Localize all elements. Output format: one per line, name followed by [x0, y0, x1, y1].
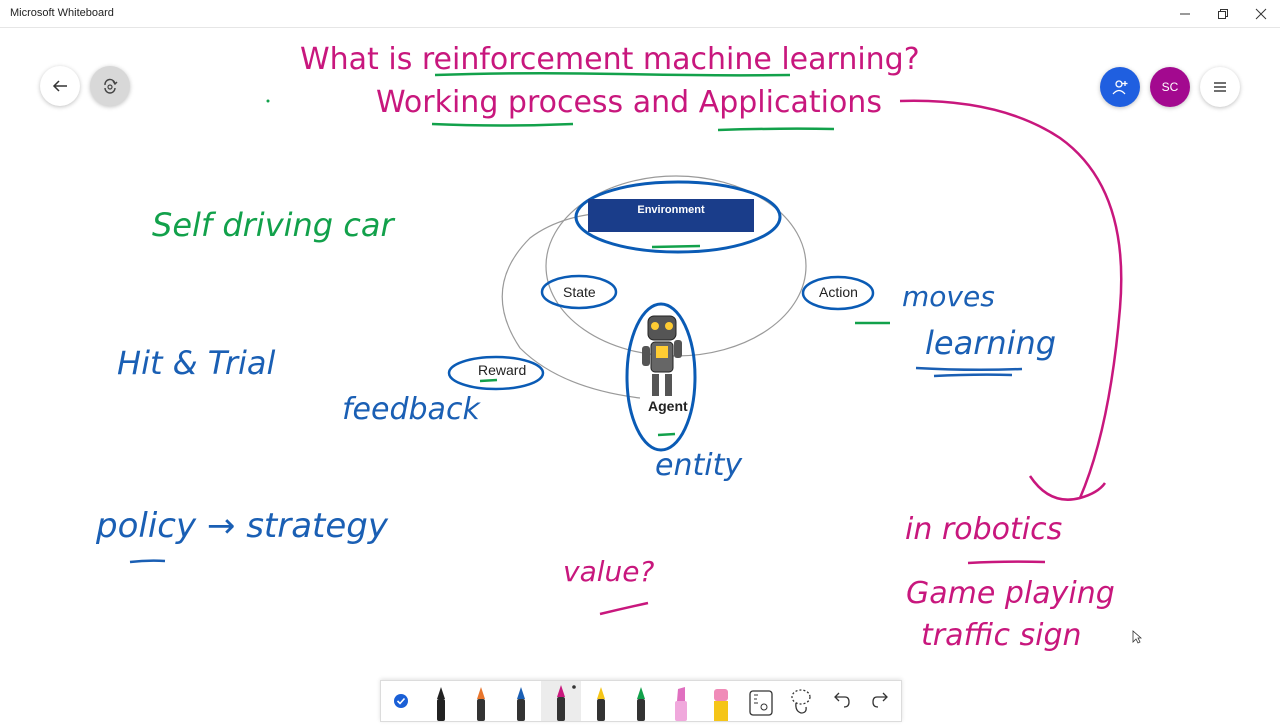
underline-reinforcement [434, 71, 791, 77]
green-dash-env [651, 244, 701, 249]
underline-learning-2 [933, 373, 1013, 378]
redo-icon [872, 692, 888, 708]
ink-dot [266, 99, 270, 103]
green-pen[interactable] [621, 681, 661, 721]
invite-button[interactable] [1100, 67, 1140, 107]
note-self-driving: Self driving car [152, 206, 394, 244]
undo[interactable] [821, 681, 861, 721]
hamburger-menu-icon [1214, 82, 1226, 92]
black-pen-icon [437, 687, 445, 721]
underline-applications [717, 127, 835, 132]
agent-ellipse [625, 302, 697, 452]
user-avatar[interactable]: SC [1150, 67, 1190, 107]
lasso[interactable] [781, 681, 821, 721]
note-feedback: feedback [342, 392, 480, 427]
eraser-icon [714, 689, 728, 721]
agent-label: Agent [648, 398, 688, 414]
magenta-pen[interactable] [541, 681, 581, 721]
highlighter[interactable] [661, 681, 701, 721]
eraser[interactable] [701, 681, 741, 721]
reward-ellipse [447, 355, 545, 391]
undo-icon [834, 692, 850, 708]
sync-button[interactable] [90, 66, 130, 106]
app-title: Microsoft Whiteboard [10, 7, 114, 19]
black-pen[interactable] [421, 681, 461, 721]
underline-robotics [967, 560, 1046, 565]
environment-label: Environment [637, 204, 705, 216]
note-traffic-sign: traffic sign [921, 618, 1082, 653]
restore-icon [1218, 8, 1228, 19]
note-moves: moves [902, 280, 995, 313]
underline-learning-1 [915, 366, 1023, 372]
avatar-initials: SC [1161, 80, 1179, 94]
underline-policy [129, 559, 166, 564]
connector-arrow-line [899, 99, 1123, 499]
highlighter-icon [675, 687, 687, 721]
action-label: Action [819, 284, 858, 300]
orange-pen-icon [477, 687, 485, 721]
close-icon [1255, 8, 1267, 19]
restore-button[interactable] [1204, 0, 1242, 27]
back-arrow-icon [52, 80, 67, 92]
note-learning: learning [925, 324, 1057, 362]
blue-pen[interactable] [501, 681, 541, 721]
whiteboard-canvas[interactable]: SC [0, 28, 1280, 720]
note-entity: entity [655, 448, 743, 483]
redo[interactable] [861, 681, 901, 721]
lasso-icon [791, 689, 811, 714]
yellow-pen[interactable] [581, 681, 621, 721]
environment-ellipse [574, 180, 782, 254]
back-button[interactable] [40, 66, 80, 106]
minimize-button[interactable] [1166, 0, 1204, 27]
note-hit-trial: Hit & Trial [117, 344, 276, 382]
title-line-2: Working process and Applications [376, 85, 882, 120]
note-value: value? [563, 555, 655, 588]
blue-pen-icon [517, 687, 525, 721]
green-dash-reward [479, 378, 498, 383]
note-policy-strategy: policy → strategy [96, 506, 389, 546]
ink-toolbar [380, 680, 902, 722]
action-ellipse [801, 275, 875, 311]
reward-label: Reward [478, 362, 527, 378]
title-bar: Microsoft Whiteboard [0, 0, 1280, 28]
connector-arrow-head [1028, 475, 1107, 501]
cycle-inner-arc [501, 211, 641, 399]
add-person-icon [1112, 80, 1128, 95]
minimize-icon [1180, 13, 1190, 14]
ruler[interactable] [741, 681, 781, 721]
ink-layer [129, 71, 1123, 616]
underline-working [431, 122, 574, 127]
note-robotics: in robotics [905, 512, 1063, 547]
cursor-icon [1132, 630, 1142, 644]
yellow-pen-icon [597, 687, 605, 721]
state-label: State [563, 284, 596, 300]
orange-pen[interactable] [461, 681, 501, 721]
underline-value [599, 601, 649, 616]
sync-icon [104, 78, 118, 94]
green-pen-icon [637, 687, 645, 721]
ruler-icon [749, 690, 773, 716]
close-button[interactable] [1242, 0, 1280, 27]
note-game-playing: Game playing [906, 576, 1115, 611]
green-dash-agent [657, 432, 676, 437]
state-ellipse [540, 274, 618, 310]
environment-box [588, 199, 754, 232]
select-tool[interactable] [381, 681, 421, 721]
menu-button[interactable] [1200, 67, 1240, 107]
magenta-pen-icon [557, 685, 576, 721]
title-line-1: What is reinforcement machine learning? [300, 42, 920, 77]
select-tool-icon [394, 694, 408, 708]
robot-icon [642, 315, 682, 396]
